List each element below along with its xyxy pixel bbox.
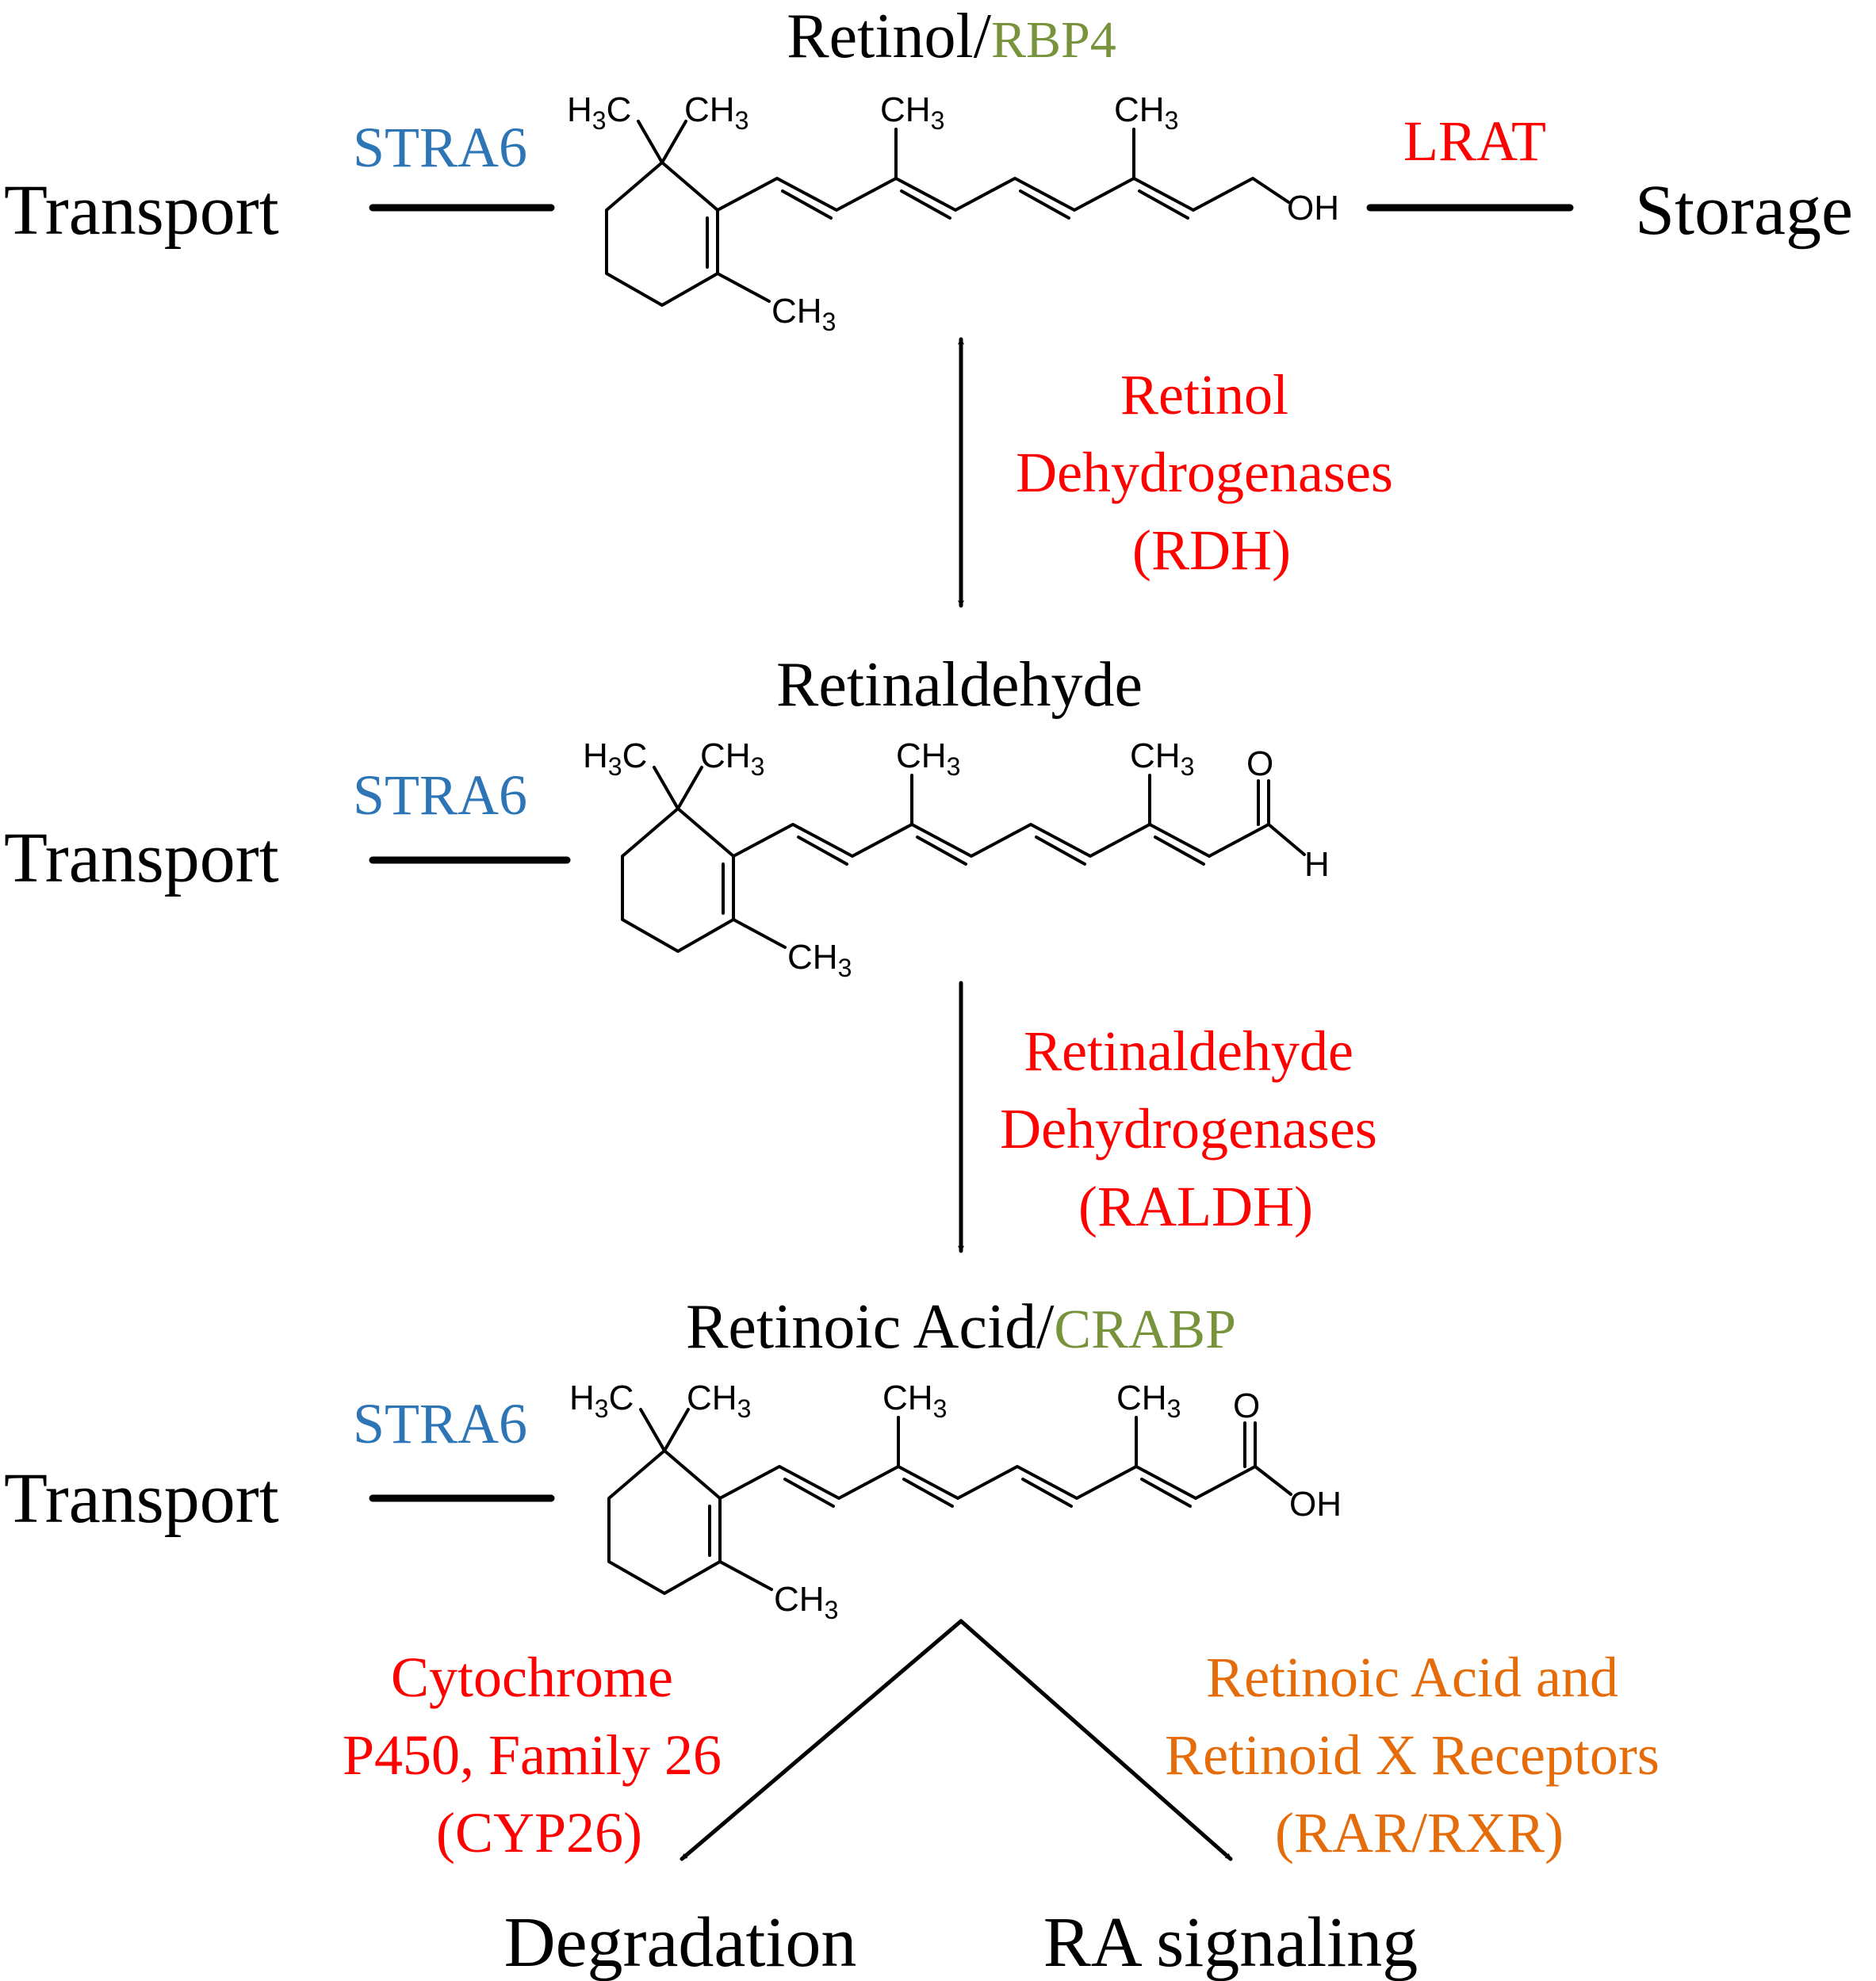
ch3-label: CH3: [700, 736, 764, 781]
ch3-label: CH3: [1130, 736, 1194, 781]
retinoic-acid-title: Retinoic Acid/CRABP: [686, 1292, 1236, 1362]
ch3-label: CH3: [1116, 1379, 1181, 1423]
ch3-label: CH3: [687, 1379, 751, 1423]
rar-rxr-receptor-label: Retinoic Acid and Retinoid X Receptors (…: [1165, 1646, 1674, 1864]
crabp-label: CRABP: [1054, 1299, 1236, 1360]
retinol-title: Retinol/RBP4: [787, 2, 1116, 71]
retinoic-acid-structure: H3C CH3 CH3 CH3 CH3 O OH: [569, 1379, 1342, 1624]
ch3-label: CH3: [896, 736, 960, 781]
oh-label: OH: [1287, 189, 1339, 228]
stra6-label-retinol: STRA6: [353, 116, 527, 179]
stra6-label-retinaldehyde: STRA6: [353, 763, 527, 827]
rdh-enzyme-label: Retinol Dehydrogenases (RDH): [1016, 363, 1407, 582]
ch3-label: CH3: [787, 938, 852, 982]
o-label: O: [1233, 1386, 1260, 1425]
ra-signaling-label: RA signaling: [1043, 1903, 1418, 1981]
lrat-label: LRAT: [1403, 109, 1546, 173]
rar-rxr-signaling-arrow: [959, 1619, 1233, 1861]
raldh-enzyme-label: Retinaldehyde Dehydrogenases (RALDH): [1000, 1019, 1392, 1238]
o-label: O: [1246, 744, 1273, 783]
storage-label: Storage: [1635, 171, 1853, 250]
ch3-label: CH3: [1114, 90, 1178, 135]
h-label: H: [1304, 845, 1330, 884]
transport-label-retinoic-acid: Transport: [4, 1459, 279, 1538]
h3c-label: H3C: [569, 1379, 634, 1423]
cyp26-enzyme-label: Cytochrome P450, Family 26 (CYP26): [343, 1646, 736, 1864]
transport-label-retinaldehyde: Transport: [4, 819, 279, 897]
ch3-label: CH3: [771, 292, 836, 336]
retinaldehyde-structure: H3C CH3 CH3 CH3 CH3 O H: [583, 736, 1330, 982]
retinaldehyde-title: Retinaldehyde: [776, 650, 1143, 720]
stra6-label-retinoic-acid: STRA6: [353, 1392, 527, 1455]
ch3-label: CH3: [880, 90, 944, 135]
h3c-label: H3C: [583, 736, 647, 781]
oh-label: OH: [1289, 1485, 1342, 1524]
degradation-label: Degradation: [504, 1903, 857, 1981]
cyp26-degradation-arrow: [680, 1619, 963, 1861]
transport-label-retinol: Transport: [4, 171, 279, 250]
h3c-label: H3C: [567, 90, 631, 135]
ch3-label: CH3: [774, 1580, 838, 1624]
rbp4-label: RBP4: [991, 11, 1116, 69]
ch3-label: CH3: [684, 90, 748, 135]
retinol-structure: H3C CH3 CH3 CH3 CH3 OH: [567, 90, 1339, 336]
ch3-label: CH3: [882, 1379, 947, 1423]
